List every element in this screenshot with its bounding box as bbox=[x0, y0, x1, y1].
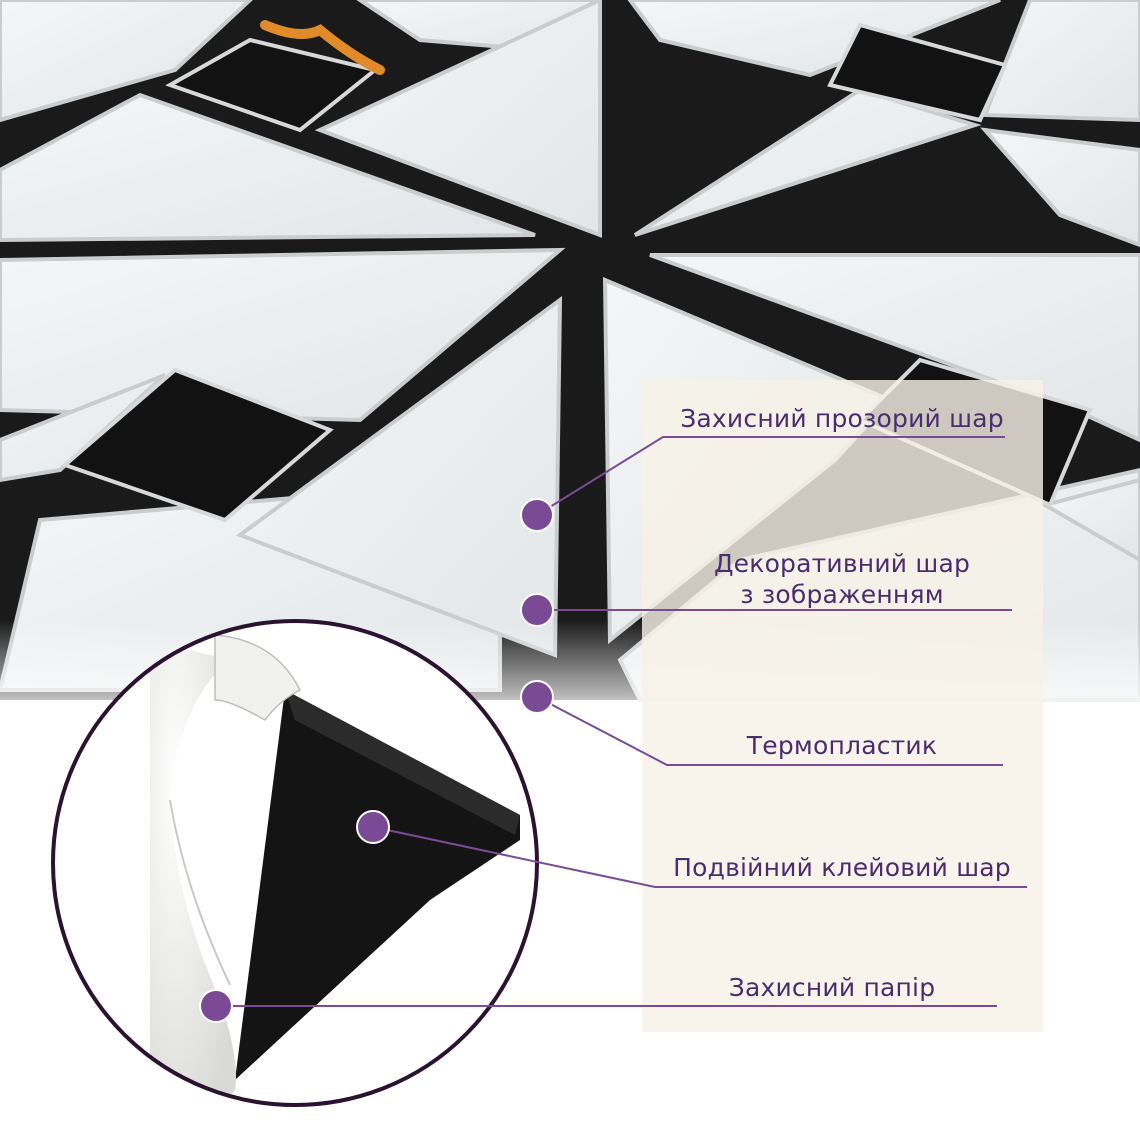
orange-vein bbox=[260, 20, 385, 75]
marker-adhesive bbox=[356, 810, 390, 844]
marker-protective bbox=[520, 498, 554, 532]
label-paper-layer: Захисний папір bbox=[662, 972, 1002, 1003]
label-paper-line-1: Захисний папір bbox=[728, 973, 936, 1002]
label-decorative-layer: Декоративний шар з зображенням bbox=[662, 548, 1022, 610]
label-decorative-line-2: з зображенням bbox=[740, 580, 944, 609]
label-panel bbox=[642, 380, 1043, 1032]
label-thermoplastic-line-1: Термопластик bbox=[746, 731, 938, 760]
label-adhesive-layer: Подвійний клейовий шар bbox=[652, 852, 1032, 883]
paper-fold bbox=[214, 634, 302, 721]
label-protective-line-1: Захисний прозорий шар bbox=[680, 404, 1004, 433]
leader-lines bbox=[216, 436, 1027, 1007]
marker-paper bbox=[199, 989, 233, 1023]
label-adhesive-line-1: Подвійний клейовий шар bbox=[673, 853, 1011, 882]
marker-decorative bbox=[520, 593, 554, 627]
label-protective-layer: Захисний прозорий шар bbox=[662, 403, 1022, 434]
magnifier bbox=[51, 619, 539, 1107]
label-thermoplastic-layer: Термопластик bbox=[662, 730, 1022, 761]
marker-dots bbox=[199, 498, 554, 1023]
label-decorative-line-1: Декоративний шар bbox=[713, 549, 971, 578]
marker-thermoplastic bbox=[520, 680, 554, 714]
